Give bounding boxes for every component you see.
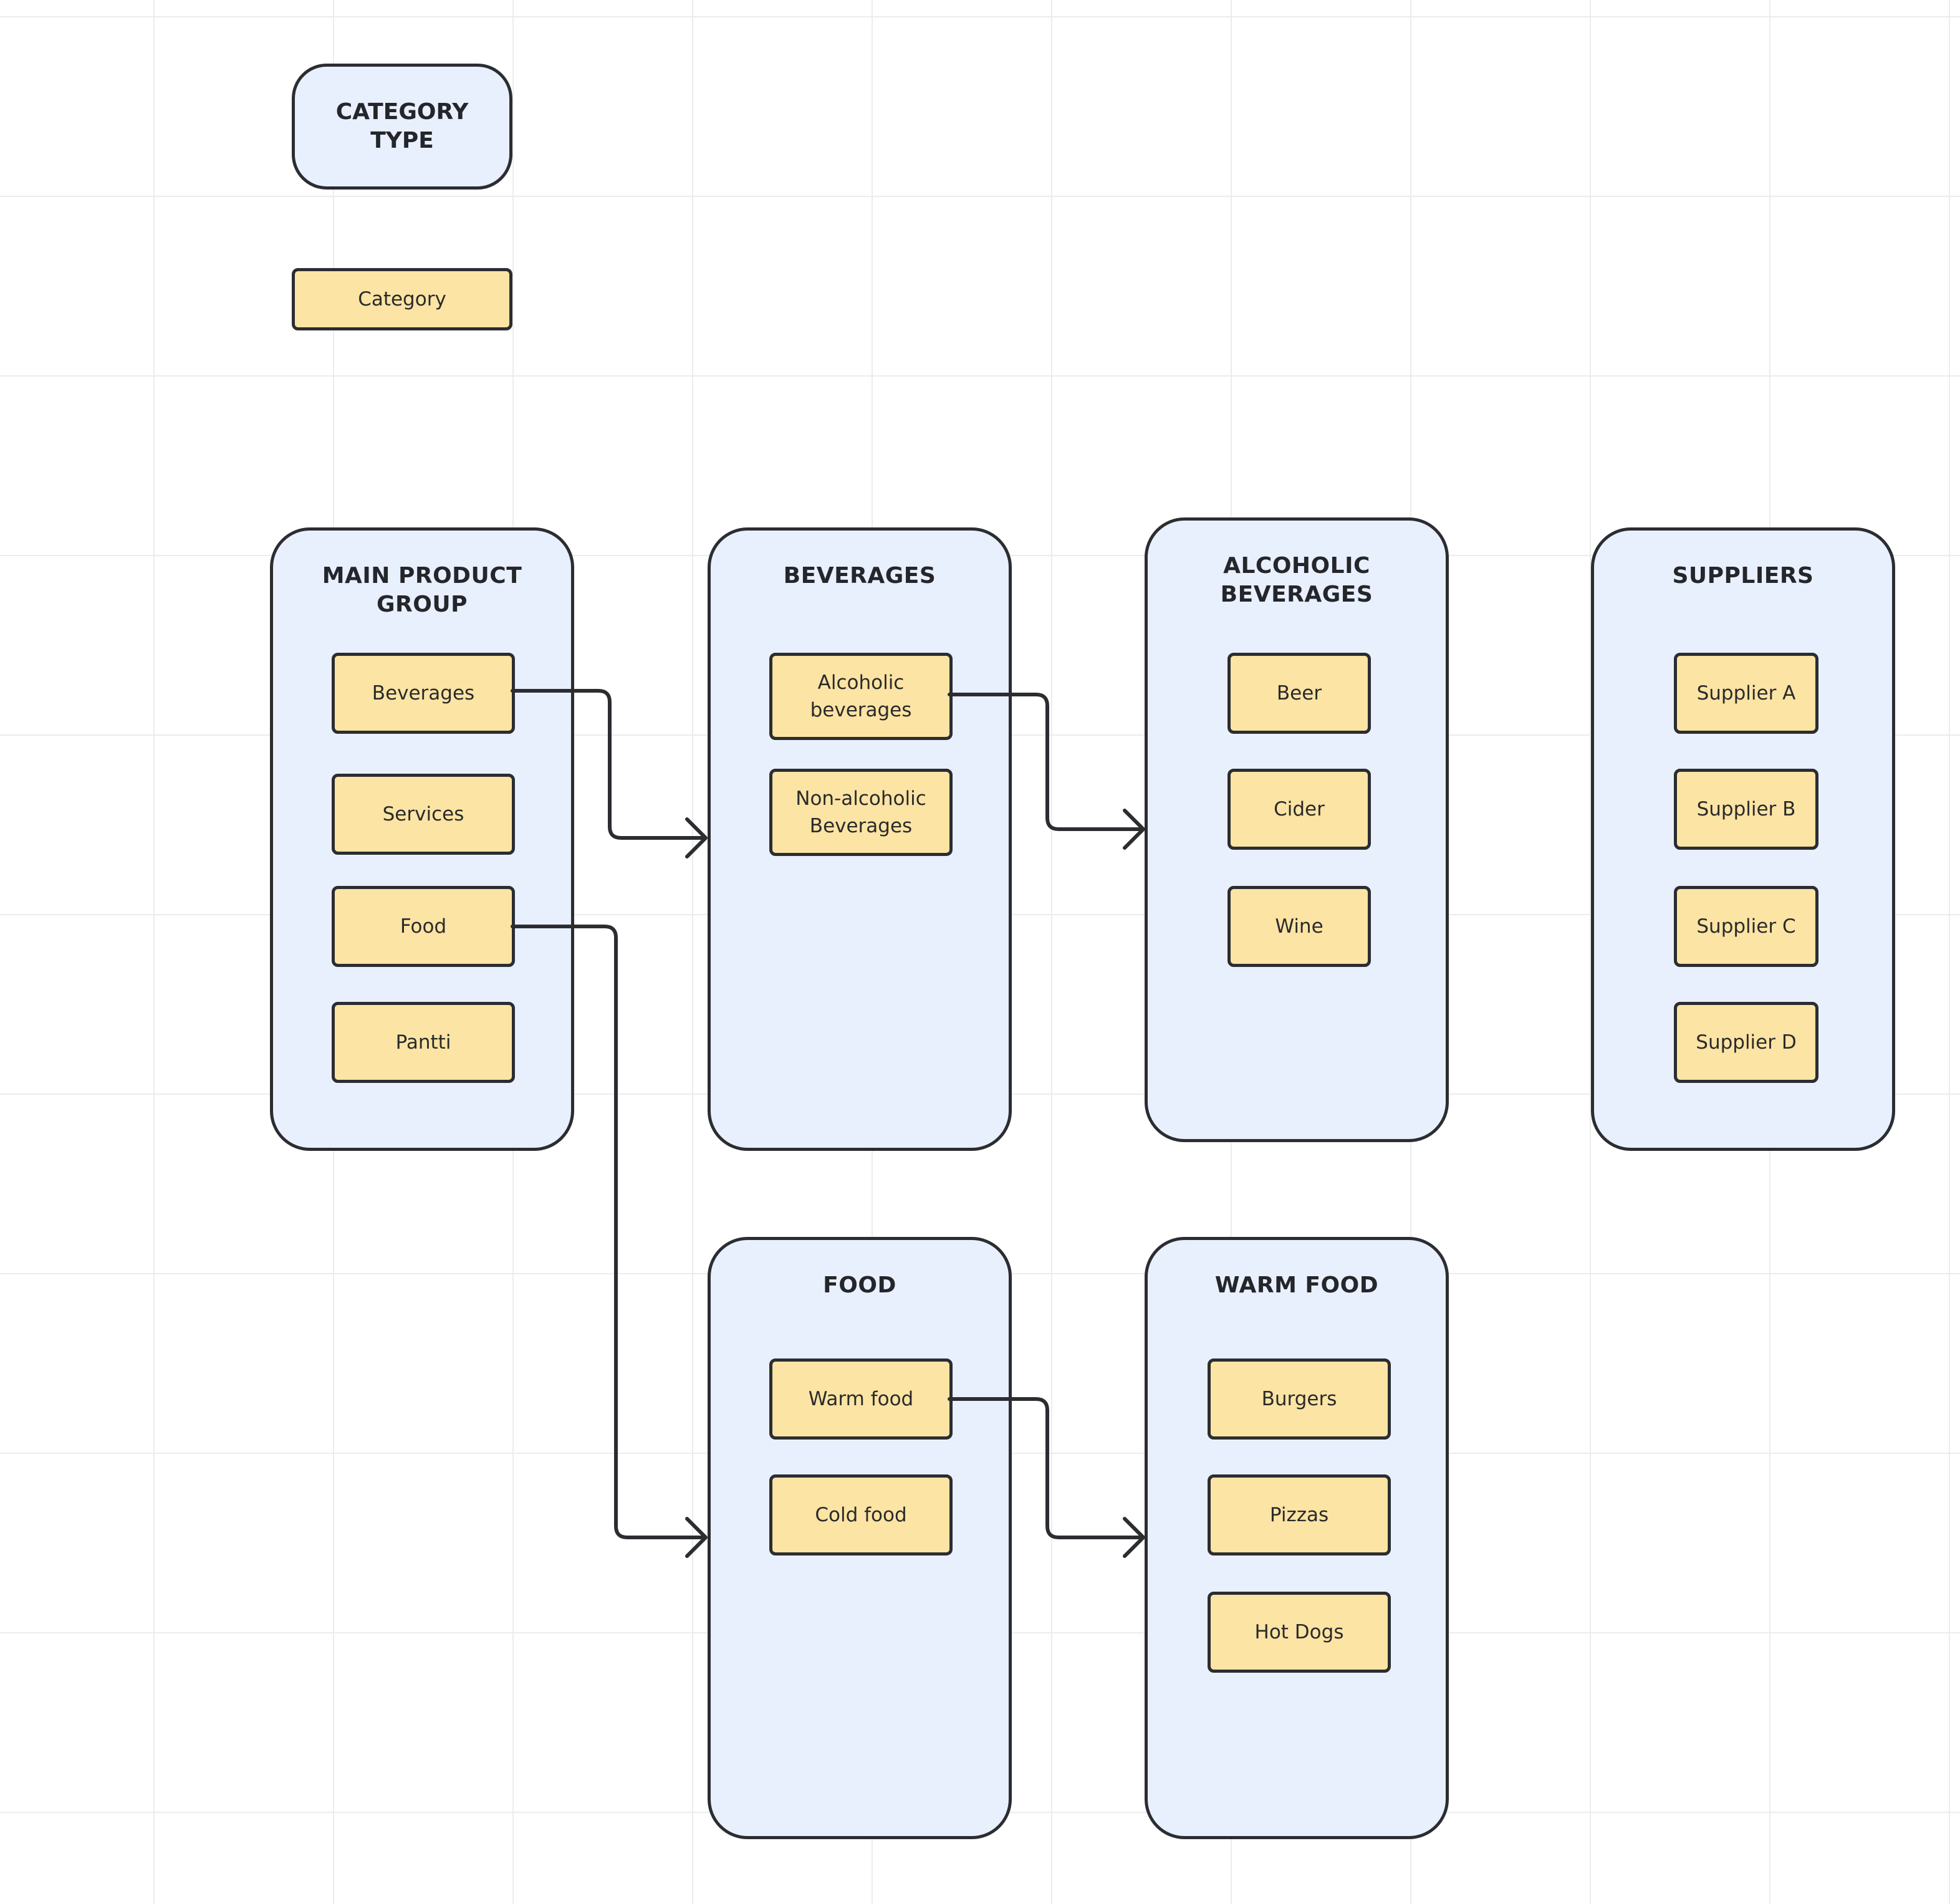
group-alcoholic-beverages[interactable]: ALCOHOLIC BEVERAGES Beer Cider Wine [1145, 517, 1449, 1142]
arrow-head-icon [685, 817, 708, 858]
category-beer[interactable]: Beer [1227, 653, 1371, 734]
group-warm-food[interactable]: WARM FOOD Burgers Pizzas Hot Dogs [1145, 1237, 1449, 1839]
legend-category-type[interactable]: CATEGORY TYPE [292, 64, 512, 190]
category-food[interactable]: Food [332, 886, 515, 967]
category-supplier-b[interactable]: Supplier B [1674, 769, 1818, 850]
category-beverages[interactable]: Beverages [332, 653, 515, 734]
category-supplier-d[interactable]: Supplier D [1674, 1002, 1818, 1083]
category-supplier-a[interactable]: Supplier A [1674, 653, 1818, 734]
category-supplier-c[interactable]: Supplier C [1674, 886, 1818, 967]
group-beverages[interactable]: BEVERAGES Alcoholic beverages Non-alcoho… [708, 527, 1012, 1151]
category-cold-food[interactable]: Cold food [769, 1474, 953, 1555]
arrow-head-icon [1123, 1517, 1145, 1558]
group-food[interactable]: FOOD Warm food Cold food [708, 1237, 1012, 1839]
category-pizzas[interactable]: Pizzas [1208, 1474, 1391, 1555]
group-title: BEVERAGES [783, 563, 936, 589]
group-title: MAIN PRODUCT GROUP [322, 563, 522, 617]
category-alcoholic-beverages[interactable]: Alcoholic beverages [769, 653, 953, 740]
arrow-head-icon [685, 1517, 708, 1558]
category-hot-dogs[interactable]: Hot Dogs [1208, 1592, 1391, 1673]
group-title: WARM FOOD [1214, 1272, 1379, 1298]
group-title: ALCOHOLIC BEVERAGES [1220, 553, 1373, 607]
category-warm-food[interactable]: Warm food [769, 1358, 953, 1440]
legend-category[interactable]: Category [292, 268, 512, 330]
category-pantti[interactable]: Pantti [332, 1002, 515, 1083]
category-cider[interactable]: Cider [1227, 769, 1371, 850]
category-non-alcoholic-beverages[interactable]: Non-alcoholic Beverages [769, 769, 953, 856]
group-title: FOOD [823, 1272, 896, 1298]
group-title: SUPPLIERS [1672, 563, 1814, 589]
category-services[interactable]: Services [332, 774, 515, 855]
group-main-product-group[interactable]: MAIN PRODUCT GROUP Beverages Services Fo… [270, 527, 574, 1151]
category-burgers[interactable]: Burgers [1208, 1358, 1391, 1440]
category-wine[interactable]: Wine [1227, 886, 1371, 967]
group-suppliers[interactable]: SUPPLIERS Supplier A Supplier B Supplier… [1591, 527, 1895, 1151]
arrow-head-icon [1123, 809, 1145, 850]
